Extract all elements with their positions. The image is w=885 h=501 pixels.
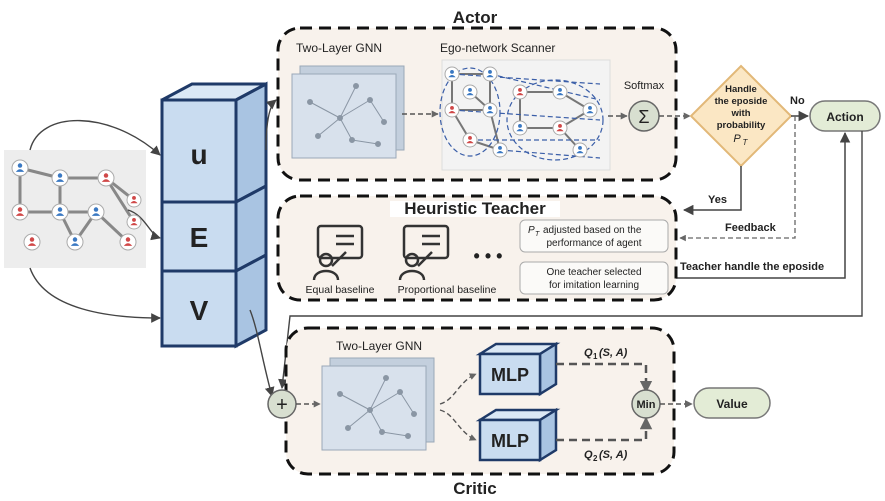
feedback-arrow bbox=[679, 116, 796, 242]
actor-gnn-label: Two-Layer GNN bbox=[296, 41, 382, 55]
note1-line1: adjusted based on the bbox=[543, 225, 642, 236]
teacher-note-selected: One teacher selected for imitation learn… bbox=[519, 261, 669, 295]
actor-gnn-planes bbox=[291, 65, 405, 159]
decision-line-3: with bbox=[731, 108, 751, 119]
actor-title: Actor bbox=[453, 8, 498, 27]
plus-symbol: + bbox=[276, 394, 288, 416]
graph-node bbox=[23, 233, 41, 251]
graph-node bbox=[11, 203, 29, 221]
value-node: Value bbox=[693, 387, 771, 419]
graph-node bbox=[126, 214, 142, 230]
cube-v-label: V bbox=[190, 295, 209, 326]
graph-node bbox=[482, 102, 498, 118]
decision-line-2: the eposide bbox=[715, 96, 768, 107]
action-node: Action bbox=[809, 100, 881, 132]
q2-arrow bbox=[556, 416, 653, 442]
action-label: Action bbox=[826, 110, 863, 124]
critic-title: Critic bbox=[453, 479, 496, 498]
note1-symbol: P bbox=[528, 225, 535, 236]
graph-node bbox=[126, 192, 142, 208]
graph-node bbox=[552, 120, 568, 136]
teacher-panel: Heuristic Teacher Equal baseline Proport… bbox=[276, 194, 678, 302]
softmax-label: Softmax bbox=[624, 80, 665, 92]
value-label: Value bbox=[716, 397, 748, 411]
graph-node bbox=[572, 142, 588, 158]
min-node: Min bbox=[631, 389, 661, 419]
cube-to-plus-arrow bbox=[249, 309, 275, 397]
yes-arrow bbox=[682, 166, 742, 216]
no-label: No bbox=[790, 95, 805, 107]
proportional-baseline-label: Proportional baseline bbox=[398, 284, 497, 296]
q1-args: (S, A) bbox=[599, 347, 628, 359]
yes-label: Yes bbox=[708, 194, 727, 206]
sigma-symbol: Σ bbox=[638, 107, 649, 127]
teacher-title: Heuristic Teacher bbox=[404, 199, 546, 218]
cube-v: V bbox=[160, 252, 268, 349]
graph-node bbox=[119, 233, 137, 251]
cube-u-label: u bbox=[190, 139, 207, 170]
note2-line1: One teacher selected bbox=[546, 267, 641, 278]
cube-e-label: E bbox=[190, 222, 209, 253]
decision-prob-symbol: P bbox=[733, 133, 741, 145]
gnn-to-mlp-arrows bbox=[439, 373, 477, 441]
graph-node bbox=[66, 233, 84, 251]
teacher-ellipsis: • • • bbox=[474, 246, 503, 266]
equal-baseline-label: Equal baseline bbox=[306, 284, 375, 296]
graph-node bbox=[51, 169, 69, 187]
note1-sub: T bbox=[535, 231, 540, 238]
graph-node bbox=[444, 66, 460, 82]
embedding-cubes: u E V bbox=[160, 81, 268, 349]
q1-label: Q 1 (S, A) bbox=[584, 347, 628, 361]
teacher-note-adjusted: P T adjusted based on the performance of… bbox=[519, 219, 669, 253]
mlp-1-label: MLP bbox=[491, 365, 529, 385]
graph-node bbox=[512, 120, 528, 136]
cube-u: u bbox=[160, 81, 268, 205]
teacher-handle-label: Teacher handle the eposide bbox=[680, 261, 824, 273]
actor-scanner-label: Ego-network Scanner bbox=[440, 41, 555, 55]
decision-line-4: probability bbox=[717, 120, 766, 131]
q1-sub: 1 bbox=[593, 352, 598, 361]
note2-line2: for imitation learning bbox=[549, 280, 639, 291]
q2-main: Q bbox=[584, 449, 593, 461]
graph-node bbox=[552, 84, 568, 100]
graph-node bbox=[462, 84, 478, 100]
proportional-baseline-icon bbox=[398, 224, 450, 281]
cube-to-actor-arrow bbox=[265, 99, 277, 151]
graph-node bbox=[492, 142, 508, 158]
graph-node bbox=[462, 132, 478, 148]
graph-node bbox=[97, 169, 115, 187]
graph-node bbox=[87, 203, 105, 221]
q2-sub: 2 bbox=[593, 454, 598, 463]
min-label: Min bbox=[637, 399, 656, 411]
q2-label: Q 2 (S, A) bbox=[584, 449, 628, 463]
mlp-2: MLP bbox=[475, 407, 561, 463]
q2-args: (S, A) bbox=[599, 449, 628, 461]
q1-arrow bbox=[556, 362, 653, 394]
critic-gnn-planes bbox=[321, 357, 435, 451]
graph-nodes bbox=[11, 66, 598, 251]
graph-node bbox=[582, 102, 598, 118]
mlp-1: MLP bbox=[475, 341, 561, 397]
decision-prob-sub: T bbox=[743, 138, 749, 147]
note1-line2: performance of agent bbox=[546, 238, 641, 249]
plus-node: + bbox=[267, 389, 297, 419]
decision-diamond: Handle the eposide with probability P T bbox=[689, 64, 793, 168]
equal-baseline-icon bbox=[312, 224, 364, 281]
cube-e: E bbox=[160, 183, 268, 274]
decision-line-1: Handle bbox=[725, 84, 757, 95]
graph-node bbox=[444, 102, 460, 118]
graph-node bbox=[11, 159, 29, 177]
graph-node bbox=[51, 203, 69, 221]
critic-panel: Critic Two-Layer GNN bbox=[284, 326, 676, 498]
graph-node bbox=[512, 84, 528, 100]
graph-node bbox=[482, 66, 498, 82]
feedback-label: Feedback bbox=[725, 222, 777, 234]
critic-gnn-label: Two-Layer GNN bbox=[336, 339, 422, 353]
q1-main: Q bbox=[584, 347, 593, 359]
teacher-handle-arrow bbox=[676, 131, 851, 279]
mlp-2-label: MLP bbox=[491, 431, 529, 451]
teacher-title-backdrop bbox=[390, 201, 560, 217]
input-to-cube-arrows bbox=[29, 119, 161, 323]
